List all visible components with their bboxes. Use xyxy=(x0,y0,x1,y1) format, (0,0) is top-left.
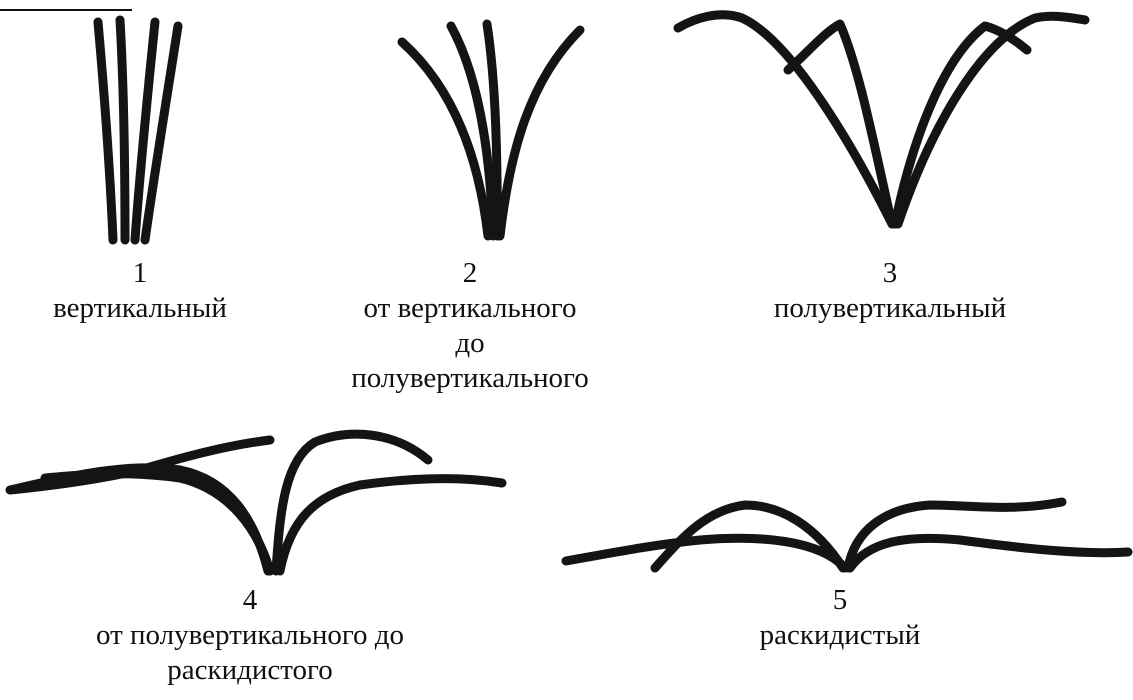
habit-2-vertical-to-semivertical-sketch xyxy=(402,24,580,236)
habit-1-number: 1 xyxy=(10,256,270,291)
habit-2-stem-1 xyxy=(402,42,488,236)
habit-3-stem-3 xyxy=(895,26,1027,224)
habit-5-name: раскидистый xyxy=(690,618,990,653)
habit-4-number: 4 xyxy=(30,583,470,618)
habit-3-stem-1 xyxy=(678,15,892,224)
habit-5-stem-3 xyxy=(848,502,1062,568)
habit-1-name: вертикальный xyxy=(10,291,270,326)
habit-3-semivertical-sketch xyxy=(678,15,1085,224)
habit-5-stem-1 xyxy=(566,538,845,568)
habit-2-caption: 2 от вертикального до полувертикального xyxy=(300,256,640,396)
habit-4-name: от полувертикального до раскидистого xyxy=(30,618,470,688)
habit-1-caption: 1 вертикальный xyxy=(10,256,270,326)
habit-1-stem-1 xyxy=(98,22,113,240)
habit-1-stem-2 xyxy=(120,20,125,240)
habit-2-stem-4 xyxy=(500,30,580,236)
habit-2-number: 2 xyxy=(300,256,640,291)
habit-5-number: 5 xyxy=(690,583,990,618)
habit-3-number: 3 xyxy=(720,256,1060,291)
habit-5-spreading-sketch xyxy=(566,502,1128,568)
habit-4-stem-2 xyxy=(45,474,270,571)
habit-4-stem-4 xyxy=(280,479,502,571)
habit-1-vertical-sketch xyxy=(98,20,178,240)
habit-3-name: полувертикальный xyxy=(720,291,1060,326)
habit-2-name: от вертикального до полувертикального xyxy=(300,291,640,396)
habit-4-stem-3 xyxy=(276,434,428,571)
habit-4-caption: 4 от полувертикального до раскидистого xyxy=(30,583,470,688)
habit-5-caption: 5 раскидистый xyxy=(690,583,990,653)
habit-5-stem-4 xyxy=(850,538,1128,568)
habit-3-caption: 3 полувертикальный xyxy=(720,256,1060,326)
habit-4-semivertical-to-spreading-sketch xyxy=(10,434,502,571)
